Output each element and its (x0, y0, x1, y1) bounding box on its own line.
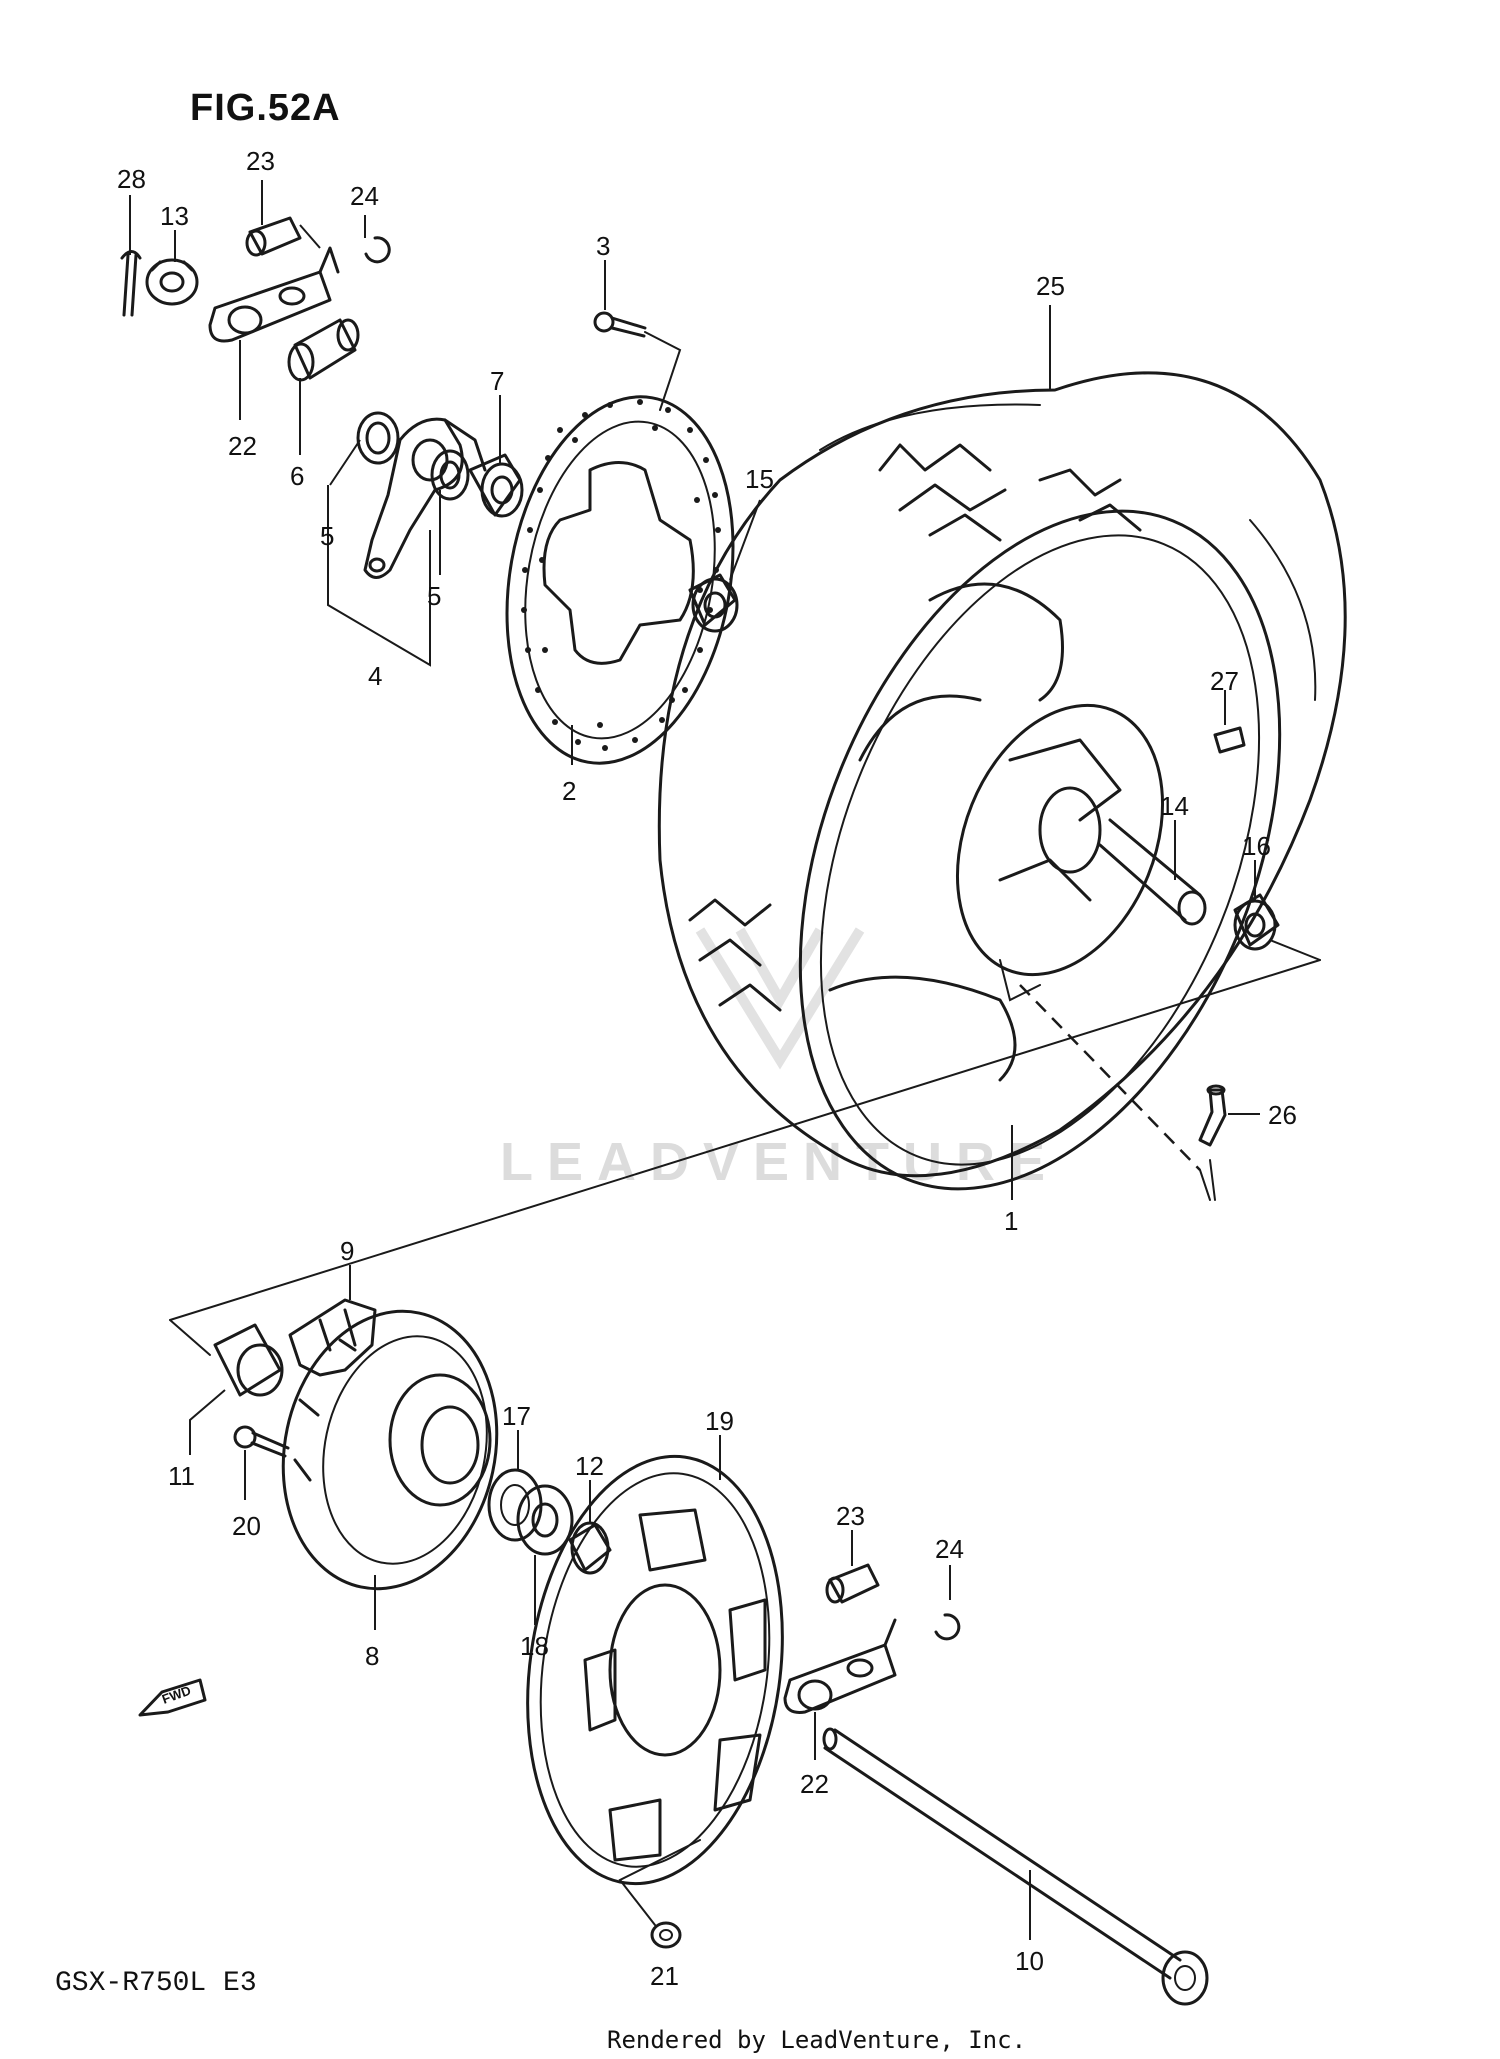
chain-adjuster-plate-top (208, 246, 340, 343)
drum-spacer (568, 1521, 612, 1575)
rear-tire (657, 371, 1347, 1178)
assembly-line-right (1269, 939, 1321, 961)
nut-link-line (618, 1839, 701, 1926)
assembly-tail (1199, 1159, 1216, 1201)
callout-9: 9 (340, 1236, 354, 1266)
callout-18: 18 (520, 1631, 549, 1661)
sprocket-drum (281, 1309, 499, 1591)
callout-7: 7 (490, 366, 504, 396)
callout-4: 4 (368, 661, 382, 691)
chain-adjuster-plate-bottom (783, 1618, 897, 1714)
callout-21: 21 (650, 1961, 679, 1991)
sprocket-mount-bolt (233, 1425, 290, 1458)
chain-adjuster-bolt-bottom (825, 1563, 880, 1604)
callout-27: 27 (1210, 666, 1239, 696)
callout-5-left: 5 (320, 521, 334, 551)
axle-spacer (1098, 818, 1207, 926)
model-code: GSX-R750L E3 (55, 1968, 257, 1999)
callout-13: 13 (160, 201, 189, 231)
callout-6: 6 (290, 461, 304, 491)
callout-15: 15 (745, 464, 774, 494)
callout-26: 26 (1268, 1100, 1297, 1130)
forward-arrow-icon: FWD (138, 1678, 207, 1717)
callout-8: 8 (365, 1641, 379, 1671)
spacer-collar (287, 318, 360, 382)
leader-lines (129, 180, 1260, 1940)
rear-sprocket (526, 1454, 784, 1886)
assembly-line-axle (169, 959, 1321, 1321)
assembly-hub-pointer (999, 959, 1041, 1002)
callout-1: 1 (1004, 1206, 1018, 1236)
callout-14: 14 (1160, 791, 1189, 821)
callout-5-right: 5 (427, 581, 441, 611)
watermark-text: LEADVENTURE (500, 1132, 1059, 1192)
callout-23-top: 23 (246, 146, 275, 176)
cush-bushing (213, 1323, 284, 1397)
circlip-top (364, 236, 391, 264)
callout-23-bottom: 23 (836, 1501, 865, 1531)
fwd-label: FWD (160, 1683, 193, 1707)
callout-24-bottom: 24 (935, 1534, 964, 1564)
callout-10: 10 (1015, 1946, 1044, 1976)
callout-2: 2 (562, 776, 576, 806)
callout-25: 25 (1036, 271, 1065, 301)
disc-bolt (593, 311, 647, 338)
rear-axle (822, 1727, 1209, 2006)
figure-title: FIG.52A (190, 87, 341, 129)
callout-12: 12 (575, 1451, 604, 1481)
balance-weight (1213, 726, 1246, 754)
cotter-pin (120, 250, 142, 317)
callout-16: 16 (1242, 831, 1271, 861)
tire-valve (1198, 1084, 1227, 1147)
hub-oil-seal (487, 1468, 543, 1542)
watermark-logo (695, 927, 865, 1070)
bearing-bushing (468, 453, 524, 518)
dust-seal-left (356, 411, 400, 465)
callout-22-bottom: 22 (800, 1769, 829, 1799)
callout-3: 3 (596, 231, 610, 261)
callout-17: 17 (502, 1401, 531, 1431)
bushing-link-line (169, 1319, 211, 1356)
assembly-dash-line (1019, 984, 1201, 1171)
wheel-bearing-right (1233, 893, 1280, 951)
callout-28: 28 (117, 164, 146, 194)
chain-adjuster-bolt-top (245, 216, 302, 257)
dust-seal-right (430, 449, 470, 501)
circlip-bottom (934, 1613, 961, 1641)
callout-labels: 28 13 23 24 22 6 3 25 7 5 5 4 2 15 27 14… (117, 146, 1297, 1991)
caliper-bracket (363, 417, 487, 579)
callout-22-top: 22 (228, 431, 257, 461)
rear-wheel-rim (798, 509, 1282, 1191)
drum-bearing (516, 1484, 574, 1556)
bolt-link-line (644, 331, 682, 411)
callout-24-top: 24 (350, 181, 379, 211)
callout-19: 19 (705, 1406, 734, 1436)
callout-11: 11 (168, 1461, 195, 1491)
sprocket-nut (650, 1921, 682, 1949)
castle-nut (145, 258, 199, 306)
footer-credit: Rendered by LeadVenture, Inc. (607, 2026, 1026, 2054)
callout-20: 20 (232, 1511, 261, 1541)
